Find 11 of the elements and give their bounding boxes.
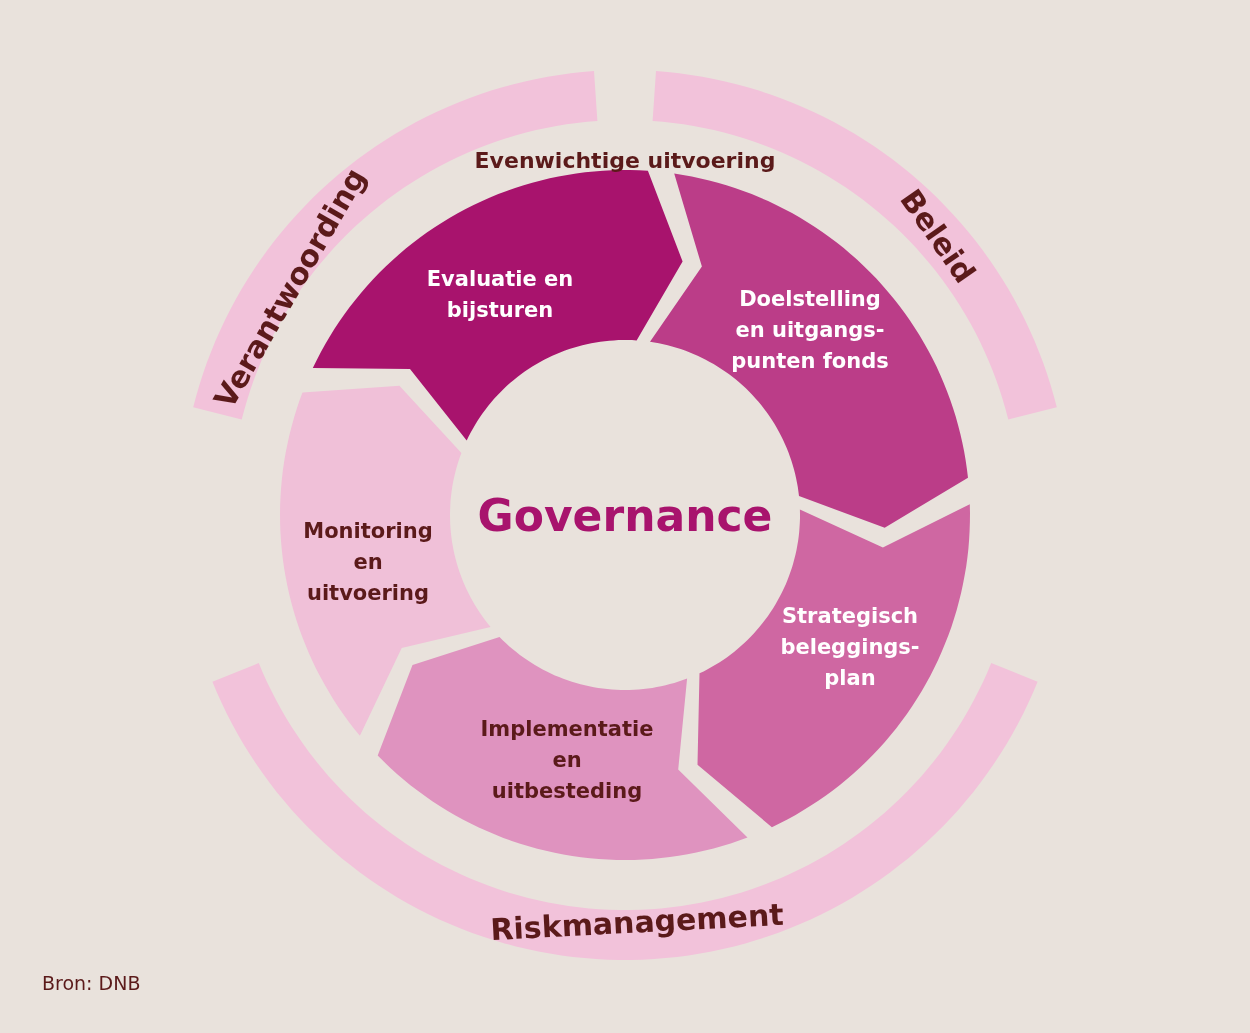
segment-label: Doelstelling en uitgangs- punten fonds <box>730 285 890 375</box>
segment-label: Monitoring en uitvoering <box>302 517 434 607</box>
segment-label: Strategisch beleggings- plan <box>779 602 921 692</box>
segment-label: Implementatie en uitbesteding <box>479 715 655 805</box>
center-title: Governance <box>477 489 773 541</box>
band-label: Riskmanagement <box>489 896 785 948</box>
source-note: Bron: DNB <box>42 972 141 994</box>
ring-band <box>212 662 1038 960</box>
ring-caption: Evenwichtige uitvoering <box>474 147 776 173</box>
cycle-segment <box>377 637 748 860</box>
segment-label: Evaluatie en bijsturen <box>425 266 575 324</box>
